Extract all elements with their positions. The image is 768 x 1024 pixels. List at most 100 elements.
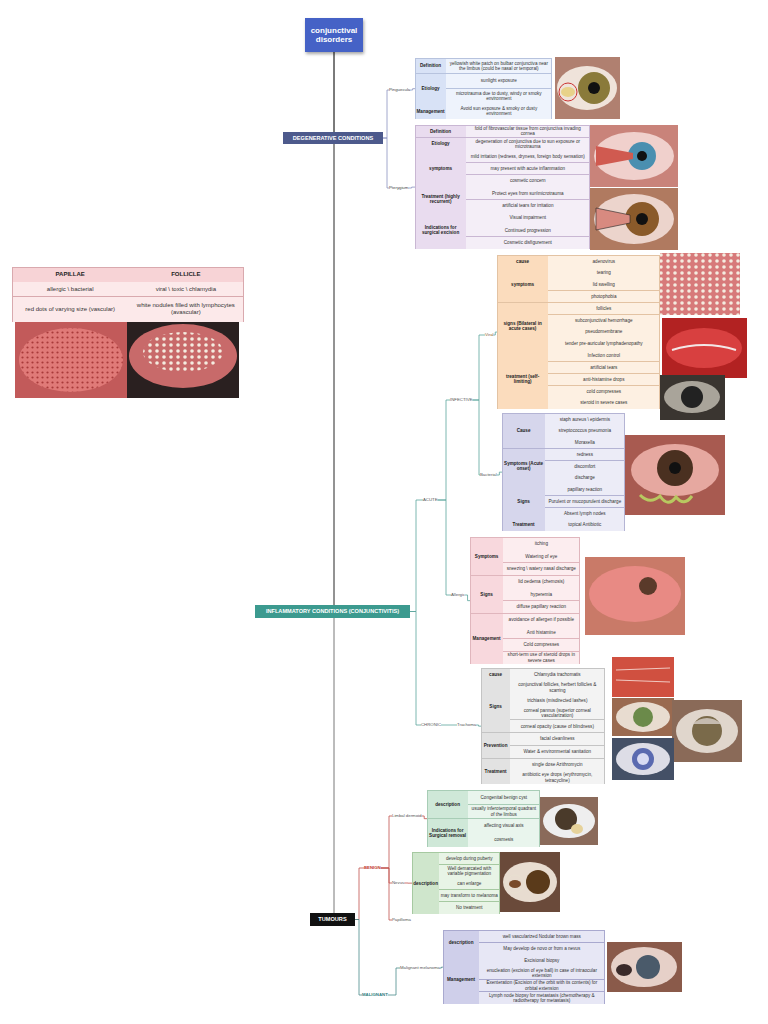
branch-text: Limbal dermoid (392, 813, 421, 819)
photo-bg (607, 942, 682, 992)
branch-text: Papilloma (392, 917, 411, 923)
table-cell: subconjunctival hemorrhage (548, 315, 659, 326)
table-cell: topical Antibiotic (545, 519, 624, 530)
table-header: Definition (416, 59, 446, 74)
branch-label: ACUTE (423, 497, 438, 503)
pupil (636, 213, 648, 225)
table-cell: conjunctival follicles, herbert follicle… (510, 681, 604, 693)
scarring (616, 668, 670, 682)
table-cell: staph aureus \ epidermis (545, 414, 624, 425)
branch-text: MALIGNANT (362, 992, 388, 998)
photo-bg (590, 125, 678, 187)
table-header: Signs (471, 576, 503, 613)
branch-label: Malignant melanoma (400, 965, 440, 971)
pupil (588, 82, 600, 94)
table-header: Signs (503, 484, 545, 519)
table-cell: Well demarcated with variable pigmentati… (439, 865, 499, 877)
table-cell: usually inferotemporal quadrant of the l… (468, 805, 539, 819)
box-label: conjunctival disorders (307, 26, 361, 44)
table-cell: itching (503, 538, 579, 550)
branch-text: Viral (485, 332, 494, 338)
root-box: conjunctival disorders (305, 18, 363, 52)
tree-connector (472, 400, 480, 475)
table-header: cause (482, 669, 510, 681)
tree-connector (410, 612, 421, 726)
clinical-photo (500, 852, 560, 912)
tree-connector (381, 816, 392, 868)
clinical-photo (660, 253, 740, 315)
table-cell: Visual impairment (466, 212, 589, 224)
tree-connector (381, 868, 392, 883)
table-cell: Excisional biopsy (479, 955, 604, 967)
table-cell: Continued progression (466, 224, 589, 236)
branch-text: Nevus (392, 880, 404, 886)
table-header: PAPILLAE (13, 268, 128, 282)
category-box: TUMOURS (310, 913, 355, 926)
table-header: Indications for surgical excision (416, 212, 466, 248)
table-cell: redness (545, 449, 624, 460)
tree-connector (383, 90, 389, 138)
table-header: Definition (416, 126, 466, 138)
table-cell: viral \ toxic \ chlamydia (128, 282, 243, 296)
photo-bg (540, 797, 598, 845)
table-cell: artificial tears (548, 362, 659, 373)
table-cell: steroid in severe cases (548, 397, 659, 408)
tree-connector (438, 500, 451, 595)
iris (578, 72, 610, 104)
table-cell: white nodules filled with lymphocytes (a… (128, 297, 243, 322)
table-cell: short-term use of steroid drops in sever… (503, 652, 579, 664)
clinical-photo (15, 322, 127, 398)
branch-text: Malignant melanoma (400, 965, 440, 971)
tree-connector (438, 400, 450, 500)
table-cell: pseudomembrane (548, 326, 659, 337)
lesion (596, 208, 630, 230)
table-cell: fold of fibrovascular tissue from conjun… (466, 126, 589, 138)
branch-text: Bacterial (480, 472, 497, 478)
photo-bg (15, 322, 127, 398)
lesion (509, 880, 521, 888)
tree-connector (388, 968, 400, 995)
iris (636, 955, 660, 979)
table-cell: Watering of eye (503, 550, 579, 562)
info-table: SymptomsitchingWatering of eyesneezing \… (470, 537, 580, 664)
table-header: Prevention (482, 733, 510, 758)
conjunctiva (666, 328, 742, 368)
branch-label: Allergic (451, 592, 465, 598)
table-cell: Absent lymph nodes (545, 508, 624, 519)
table-cell: papillary reaction (545, 484, 624, 495)
table-header: symptoms (498, 267, 548, 302)
table-cell: avoidance of allergen if possible (503, 614, 579, 626)
pupil (637, 151, 647, 161)
category-box: INFLAMMATORY CONDITIONS (CONJUNCTIVITIS) (255, 605, 410, 618)
tree-connector (441, 725, 457, 726)
info-table: descriptiondevelop during pubertyWell de… (412, 852, 500, 914)
clinical-photo (660, 375, 725, 420)
iris (526, 870, 550, 894)
branch-label: Papilloma (392, 917, 411, 923)
table-cell: sunlight exposure (446, 74, 551, 89)
table-cell: streptococcus pneumonia (545, 425, 624, 436)
table-header: Treatment (highly recurrent) (416, 187, 466, 211)
tree-connector (404, 883, 412, 884)
table-cell: Avoid sun exposure & smoky or dusty envi… (446, 104, 551, 119)
table-header: Symptoms (471, 538, 503, 575)
tree-connector (408, 187, 415, 189)
table-header: Symptoms (Acute onset) (503, 449, 545, 484)
table-header: signs (Bilateral in acute cases) (498, 303, 548, 350)
lesion (561, 87, 575, 97)
table-cell: Lymph node biopsy for metastasis (chemot… (479, 992, 604, 1004)
table-cell: tender pre-auricular lymphadenopathy (548, 338, 659, 349)
category-box: DEGENERATIVE CONDITIONS (283, 132, 383, 144)
lesion (596, 146, 633, 166)
table-cell: Cosmetic disfigurement (466, 237, 589, 249)
photo-bg (660, 253, 740, 315)
table-header: Treatment (503, 519, 545, 530)
sclera (594, 132, 674, 180)
iris (657, 450, 693, 486)
table-cell: Purulent or mucopurulent discharge (545, 496, 624, 507)
table-cell: discharge (545, 472, 624, 483)
table-cell: Anti histamine (503, 626, 579, 638)
table-header: Signs (482, 681, 510, 732)
info-table: descriptionCongenital benign cystusually… (427, 790, 540, 847)
table-cell: develop during puberty (439, 853, 499, 865)
